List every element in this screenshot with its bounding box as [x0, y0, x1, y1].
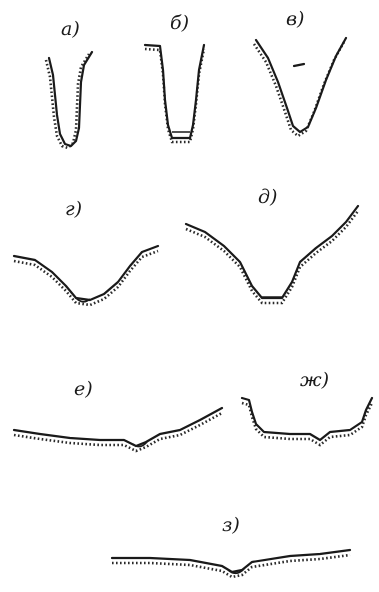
profile-zh [242, 398, 372, 445]
label-v: в) [286, 10, 304, 29]
label-zh: ж) [300, 371, 329, 390]
label-z: з) [222, 516, 240, 535]
profile-z [112, 550, 350, 577]
label-g: г) [65, 200, 82, 219]
profile-b [145, 45, 204, 142]
profile-d [186, 206, 358, 303]
label-b: б) [170, 14, 189, 33]
label-e: е) [74, 380, 93, 399]
profile-e [14, 408, 222, 451]
label-d: д) [258, 188, 277, 207]
profile-v [254, 38, 346, 136]
label-a: а) [61, 20, 80, 39]
profile-g [14, 246, 158, 305]
profile-a [46, 52, 92, 148]
